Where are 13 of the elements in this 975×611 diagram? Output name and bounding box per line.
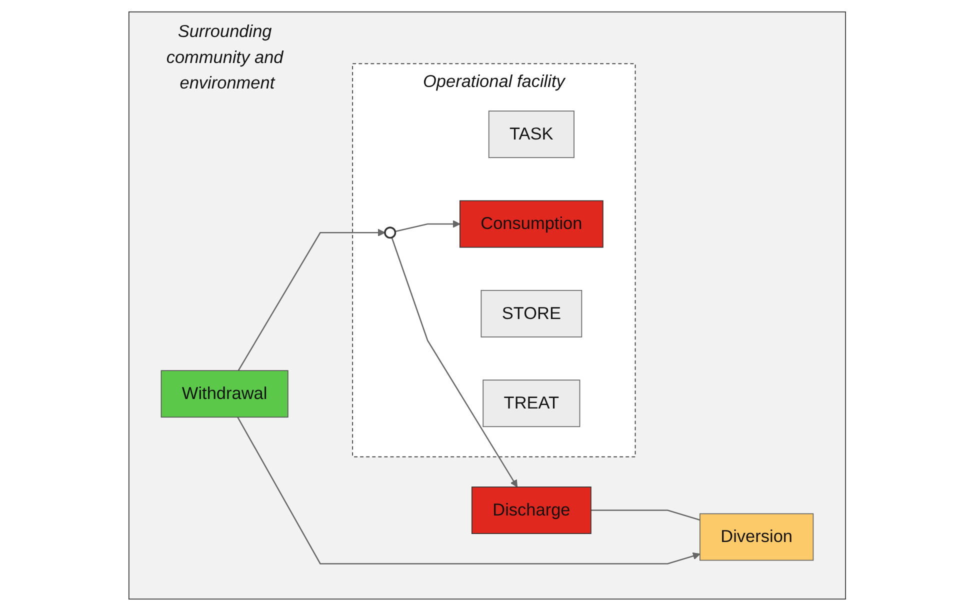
node-box: TREAT: [482, 380, 580, 428]
arrow: [395, 220, 461, 232]
node-box: TASK: [488, 110, 575, 158]
connector: [591, 510, 700, 521]
arrow: [391, 237, 518, 488]
node-box: Consumption: [460, 200, 604, 248]
node-box: Discharge: [472, 486, 592, 534]
node-box: STORE: [481, 290, 582, 338]
arrow: [237, 416, 701, 564]
node-box: Withdrawal: [161, 370, 289, 418]
node-circle: [384, 226, 396, 239]
arrow: [238, 228, 386, 371]
node-box: Diversion: [700, 513, 814, 561]
